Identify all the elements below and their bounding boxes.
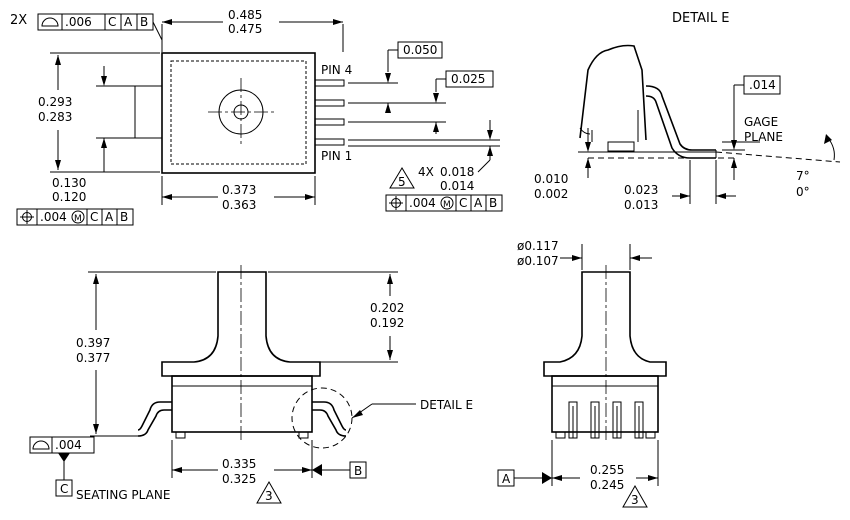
- angle-min: 0°: [796, 185, 810, 199]
- pin-pitch: 0.050: [403, 43, 437, 57]
- position-right-datum-3: B: [489, 196, 497, 210]
- side-view-leads: [555, 401, 656, 439]
- datum-c-box: [55, 479, 73, 497]
- standoff-max: 0.010: [534, 172, 568, 186]
- side-pressure-port: [543, 271, 667, 377]
- top-view: 2X .006 C A B 0.485 0.475: [10, 8, 503, 226]
- lead-span-max: 0.335: [222, 457, 256, 471]
- port-diameter-max: ø0.117: [517, 239, 559, 253]
- detail-e-label: DETAIL E: [420, 398, 473, 412]
- span-max: 0.255: [590, 463, 624, 477]
- datum-a: A: [502, 472, 511, 486]
- front-body: [171, 375, 313, 433]
- standoff-min: 0.002: [534, 187, 568, 201]
- body-width-max: 0.373: [222, 183, 256, 197]
- datum-a-box: [497, 469, 515, 487]
- pin1-label: PIN 1: [321, 149, 352, 163]
- position-right-datum-2: A: [474, 196, 483, 210]
- top-view-pins: [314, 79, 345, 146]
- flatness-tolerance: .006: [65, 15, 92, 29]
- width-min: 0.475: [228, 22, 262, 36]
- mmc-circle-icon: [440, 196, 454, 210]
- note5-triangle-icon: [389, 167, 415, 189]
- position-callout-left: .004 M C A B: [16, 208, 134, 226]
- lead-count: 4X: [418, 165, 434, 179]
- package-inner-outline: [170, 60, 307, 165]
- flatness-datum-3: B: [140, 15, 148, 29]
- height-max: 0.293: [38, 95, 72, 109]
- datum-c: C: [60, 482, 68, 496]
- height-min: 0.283: [38, 110, 72, 124]
- position-left-tolerance: .004: [40, 210, 67, 224]
- side-note3-flag: 3: [631, 493, 639, 507]
- position-callout-right: .004 M C A B: [385, 194, 503, 212]
- gage-plane-line2: PLANE: [744, 130, 783, 144]
- position-right-tolerance: .004: [409, 196, 436, 210]
- port-height-min: 0.192: [370, 316, 404, 330]
- mmc-circle-icon: [71, 210, 85, 224]
- width-max: 0.485: [228, 8, 262, 22]
- coplanarity-tolerance: .004: [55, 438, 82, 452]
- detail-e-circle: [291, 387, 353, 449]
- note5-flag: 5: [398, 175, 406, 189]
- overall-height-min: 0.377: [76, 351, 110, 365]
- flatness-callout-box: .006 C A B: [37, 13, 154, 31]
- span-min: 0.245: [590, 478, 624, 492]
- lead-span-min: 0.325: [222, 472, 256, 486]
- side-body: [551, 375, 659, 433]
- lead-width-min: 0.014: [440, 179, 474, 193]
- position-right-datum-1: C: [459, 196, 467, 210]
- position-left-datum-3: B: [120, 210, 128, 224]
- lead-offset-min: 0.120: [52, 190, 86, 204]
- foot-length-max: 0.023: [624, 183, 658, 197]
- coplanarity-callout: .004: [29, 436, 95, 454]
- lead-width-max: 0.018: [440, 165, 474, 179]
- front-note3-flag: 3: [265, 489, 273, 503]
- datum-b: B: [354, 464, 362, 478]
- detail-e-title: DETAIL E: [672, 11, 729, 26]
- position-left-modifier: M: [74, 214, 82, 224]
- overall-height-max: 0.397: [76, 336, 110, 350]
- flatness-datum-2: A: [124, 15, 133, 29]
- flatness-datum-1: C: [108, 15, 116, 29]
- detail-e-view: DETAIL E .014 GAGE PLANE 7° 0°: [534, 11, 841, 212]
- lead-offset-max: 0.130: [52, 176, 86, 190]
- front-view: DETAIL E 0.397 0.377 0.202 0.192 .004 C …: [29, 265, 473, 504]
- position-left-datum-2: A: [105, 210, 114, 224]
- note3-triangle-icon: [622, 484, 648, 508]
- note3-triangle-icon: [256, 480, 282, 504]
- side-tab: [134, 85, 163, 139]
- profile-surface-icon: [41, 17, 59, 27]
- port-height-max: 0.202: [370, 301, 404, 315]
- package-body: [161, 52, 316, 174]
- gage-plane-line1: GAGE: [744, 115, 778, 129]
- profile-surface-icon: [32, 440, 50, 450]
- datum-b-box: [349, 461, 367, 479]
- side-view: ø0.117 ø0.107 0.255 0.245 A 3: [497, 239, 667, 508]
- pin4-label: PIN 4: [321, 63, 352, 77]
- body-width-min: 0.363: [222, 198, 256, 212]
- pin-gap: 0.025: [451, 72, 485, 86]
- seating-plane-label: SEATING PLANE: [76, 488, 170, 502]
- flatness-count: 2X: [10, 13, 27, 28]
- pressure-port: [161, 271, 321, 377]
- position-right-modifier: M: [443, 200, 451, 210]
- lead-thickness: .014: [749, 78, 776, 92]
- foot-length-min: 0.013: [624, 198, 658, 212]
- angle-max: 7°: [796, 169, 810, 183]
- port-diameter-min: ø0.107: [517, 254, 559, 268]
- position-left-datum-1: C: [90, 210, 98, 224]
